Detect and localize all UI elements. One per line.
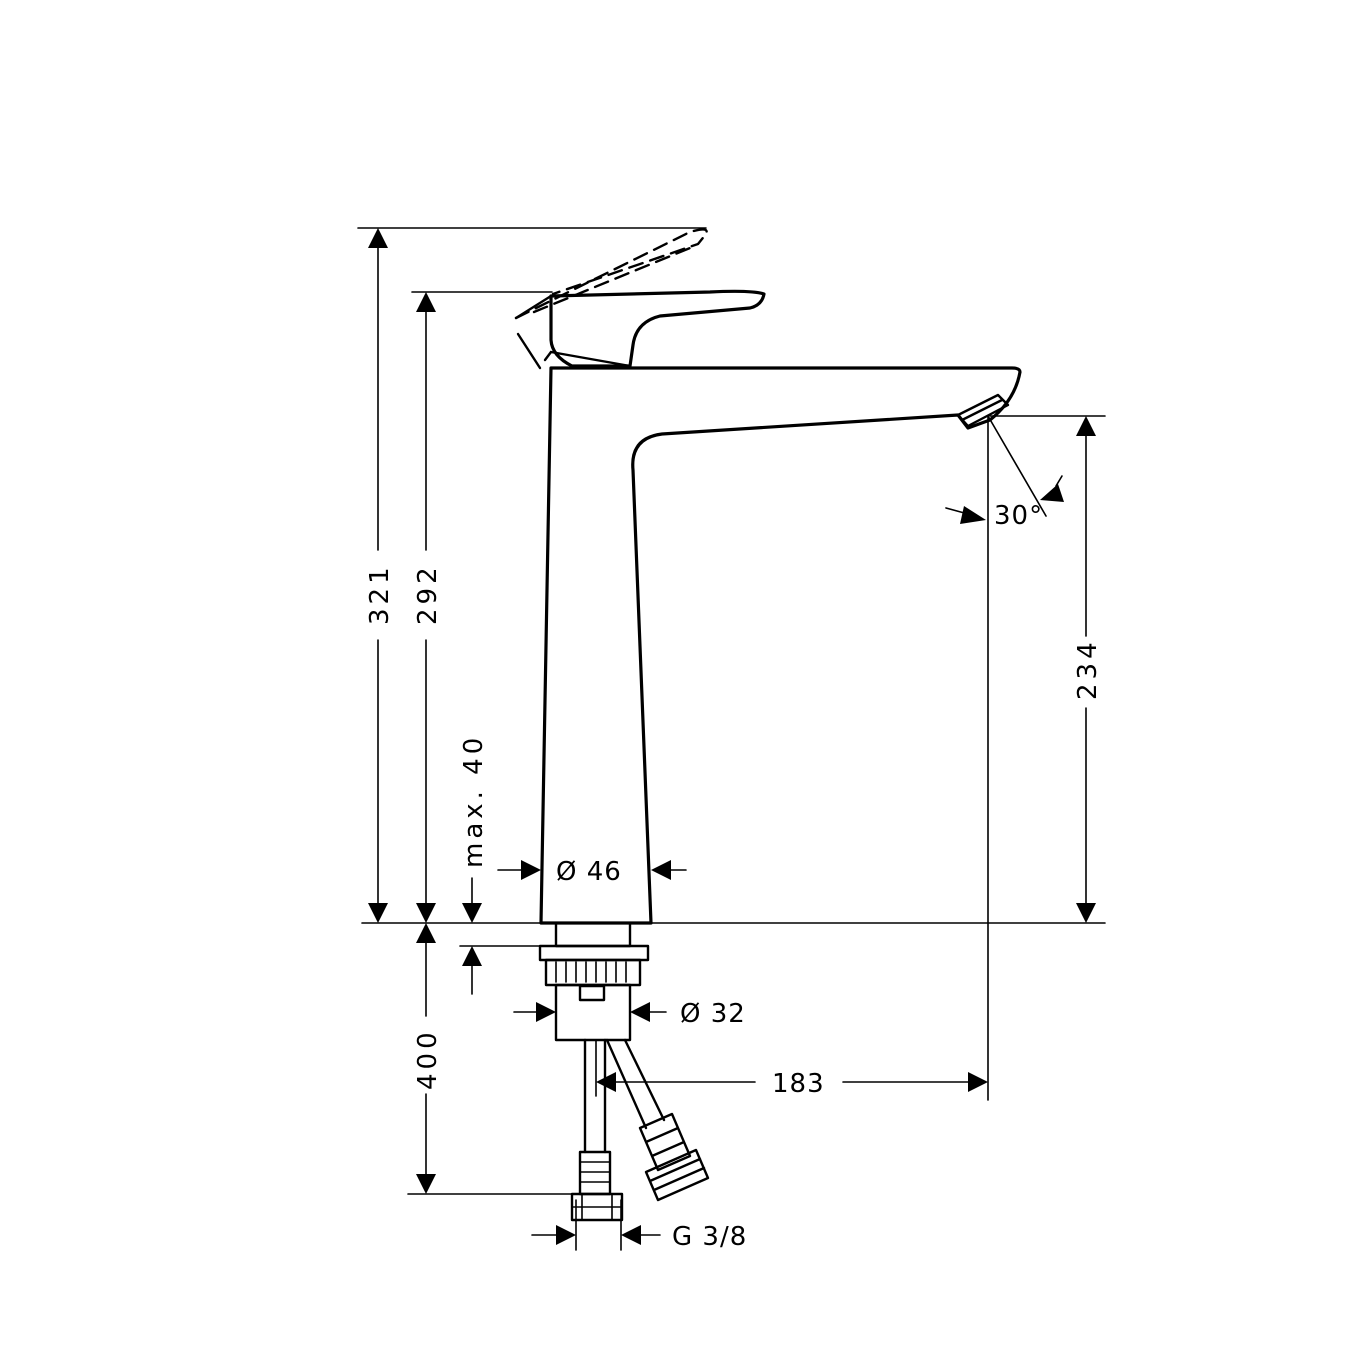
dimension-400: 400 xyxy=(413,923,443,1194)
faucet-outline xyxy=(514,228,1022,925)
hose-angled-fitting xyxy=(638,1112,692,1172)
shank xyxy=(554,983,632,1042)
hose-vertical-fitting xyxy=(578,1150,612,1196)
dim-183-label: 183 xyxy=(772,1069,825,1099)
nut-threads xyxy=(555,961,627,983)
dim-321-label: 321 xyxy=(365,563,395,625)
dim-400-label: 400 xyxy=(413,1028,443,1090)
reference-lines xyxy=(357,227,1106,1251)
hose-vertical xyxy=(583,1038,607,1154)
spray-angle-line xyxy=(987,415,1047,517)
dimension-183: 183 xyxy=(596,1069,988,1099)
dimension-321: 321 xyxy=(365,228,395,923)
dimension-292: 292 xyxy=(413,292,443,923)
dimension-spray-angle: 30° xyxy=(945,475,1064,531)
dim-292-label: 292 xyxy=(413,563,443,625)
dim-max-40-label: max. 40 xyxy=(459,734,489,868)
dim-g-3-8-label: G 3/8 xyxy=(672,1222,747,1252)
dimension-dia-46: Ø 46 xyxy=(497,857,687,887)
dimension-234: 234 xyxy=(1073,416,1103,923)
mounting-plate xyxy=(538,944,650,962)
hose-angled-nut xyxy=(644,1148,710,1202)
dimension-dia-32: Ø 32 xyxy=(513,999,746,1029)
mounting-parts xyxy=(538,921,710,1222)
handle-closed xyxy=(549,289,766,368)
dim-30-deg-label: 30° xyxy=(994,501,1043,531)
dim-dia-46-label: Ø 46 xyxy=(556,857,622,887)
faucet-body xyxy=(539,366,1022,925)
dimension-g-3-8: G 3/8 xyxy=(531,1222,747,1252)
hose-vertical-nut-detail xyxy=(571,1193,623,1221)
deck-washer xyxy=(554,921,632,948)
handle-base-line xyxy=(549,350,632,368)
hose-vertical-fitting-detail xyxy=(579,1161,611,1183)
hose-angled xyxy=(605,1038,666,1130)
aerator xyxy=(956,393,1010,428)
handle-open-dashed xyxy=(514,228,708,320)
dimension-max-40: max. 40 xyxy=(459,734,489,995)
dim-234-label: 234 xyxy=(1073,638,1103,700)
screw-detail xyxy=(578,984,606,1002)
dim-dia-32-label: Ø 32 xyxy=(680,999,746,1029)
